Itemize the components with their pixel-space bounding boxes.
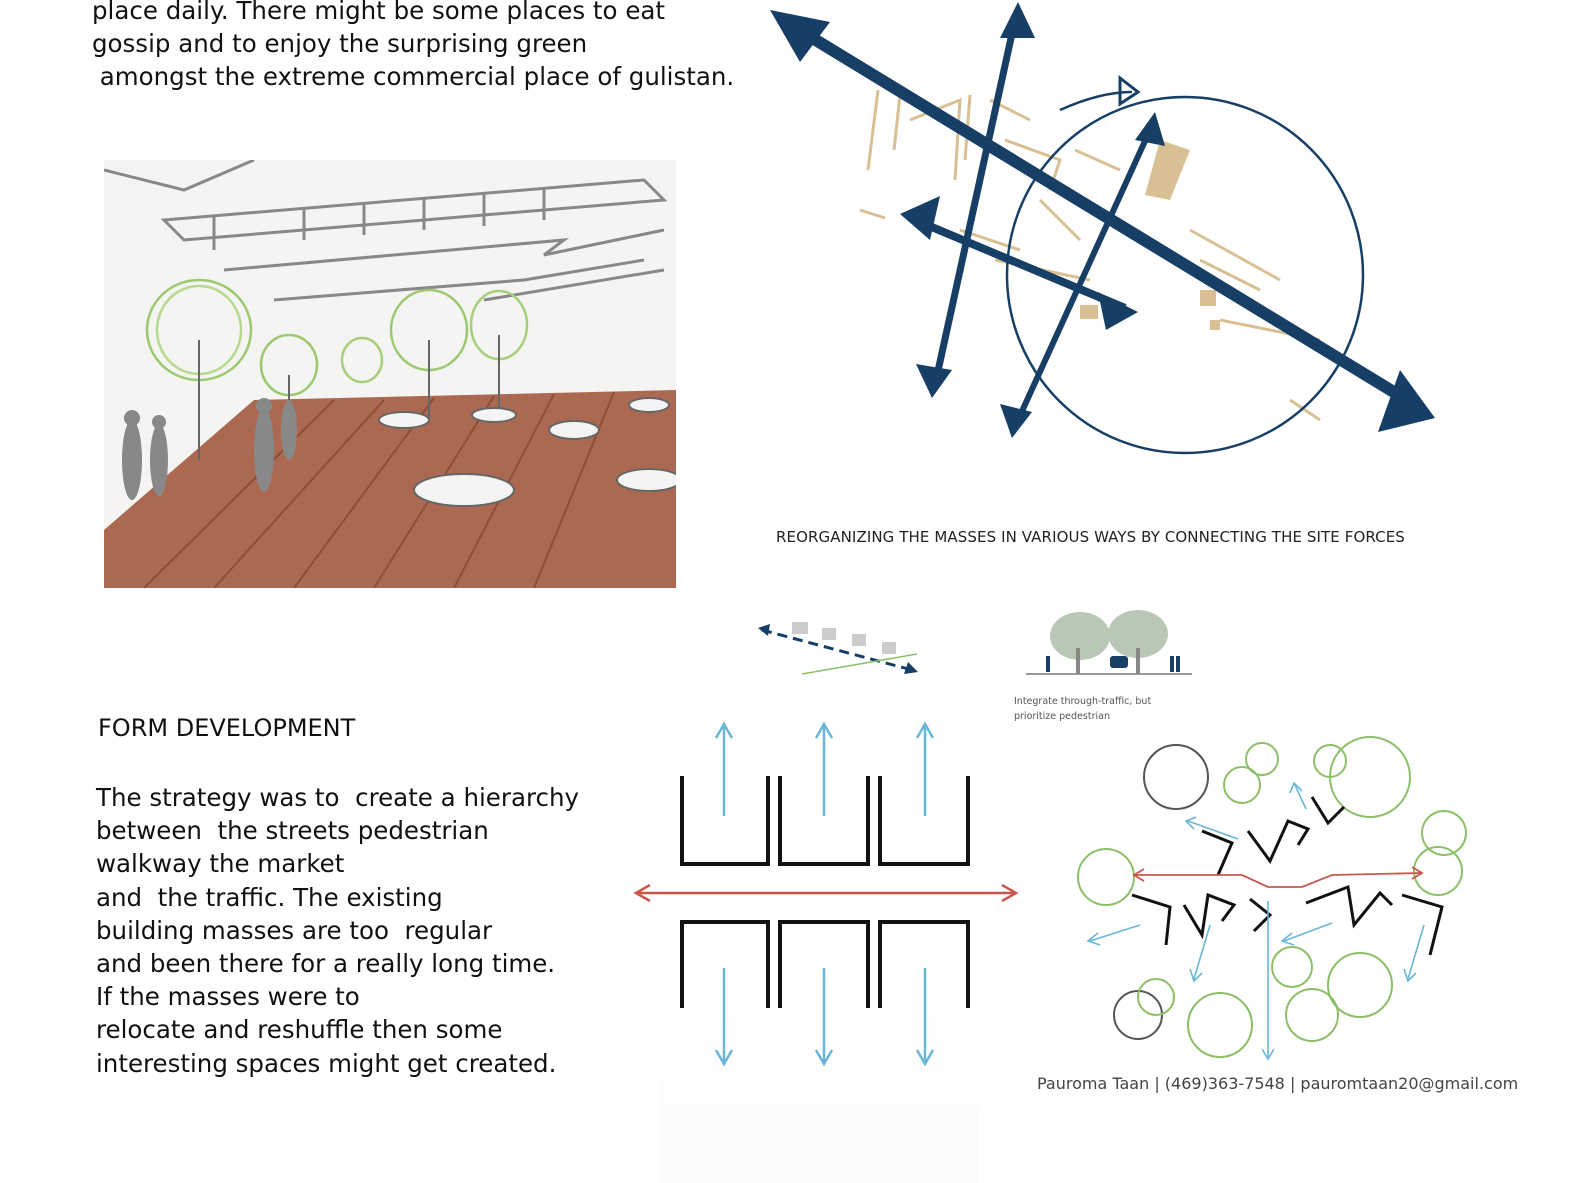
intro-paragraph: place daily. There might be some places … [92, 0, 772, 93]
site-forces-caption: REORGANIZING THE MASSES IN VARIOUS WAYS … [776, 528, 1405, 546]
intro-line: amongst the extreme commercial place of … [92, 62, 735, 91]
street-caption-line: Integrate through-traffic, but [1014, 696, 1152, 707]
author-credit: Pauroma Taan | (469)363-7548 | pauromtaa… [1037, 1074, 1519, 1093]
form-line: building masses are too regular [96, 915, 493, 945]
form-line: walkway the market [96, 849, 345, 879]
pedestrian-icon [1170, 656, 1174, 672]
pedestrian-icon [1176, 656, 1180, 672]
site-force-arrow [916, 2, 1035, 398]
site-force-arrow [1000, 112, 1165, 438]
intro-line: gossip and to enjoy the surprising green [92, 29, 588, 58]
traffic-arrow [633, 883, 1019, 903]
pedestrian-icon [1046, 656, 1050, 672]
reshuffled-plan-diagram [1072, 735, 1472, 1065]
intro-line: place daily. There might be some places … [92, 0, 666, 25]
courtyard-sketch [104, 160, 676, 588]
form-line: and the traffic. The existing [96, 882, 443, 912]
form-line: between the streets pedestrian [96, 816, 489, 846]
car-icon [1110, 656, 1128, 668]
form-development-body: The strategy was to create a hierarchy b… [96, 781, 616, 1080]
street-caption-line: prioritize pedestrian [1014, 711, 1110, 722]
tree-icon [1050, 612, 1110, 674]
site-forces-diagram [760, 0, 1460, 460]
circulation-arrow [1086, 781, 1425, 1061]
site-forces-drawing [770, 2, 1435, 455]
circulation-arrow [714, 721, 935, 1067]
reshuffled-masses [1131, 796, 1444, 956]
traffic-diagram [752, 612, 932, 684]
tree-canopies [1077, 736, 1467, 1058]
building-blocks [1080, 140, 1220, 330]
lower-masses [680, 920, 970, 1008]
form-grid-diagram [628, 712, 1028, 1092]
form-development-title: FORM DEVELOPMENT [98, 714, 356, 742]
tree-icon [1108, 610, 1168, 674]
site-force-arrow [900, 196, 1138, 330]
form-line: If the masses were to [96, 982, 360, 1012]
form-line: interesting spaces might get created. [96, 1048, 557, 1078]
form-line: The strategy was to create a hierarchy [96, 783, 579, 812]
street-section-caption: Integrate through-traffic, but prioritiz… [1014, 694, 1214, 724]
street-section-diagram [1020, 608, 1200, 678]
upper-masses [680, 776, 970, 866]
deck-floor [104, 390, 676, 588]
courtyard-sketch-drawing [104, 160, 676, 588]
site-circle [1005, 95, 1365, 455]
form-line: and been there for a really long time. [96, 949, 556, 979]
reshuffled-plan-drawing [1077, 736, 1467, 1061]
form-grid-drawing [633, 721, 1019, 1067]
traffic-arrow [1132, 866, 1424, 888]
street-section-drawing [1026, 610, 1192, 675]
form-line: relocate and reshuffle then some [96, 1015, 503, 1045]
traffic-drawing [758, 622, 918, 675]
